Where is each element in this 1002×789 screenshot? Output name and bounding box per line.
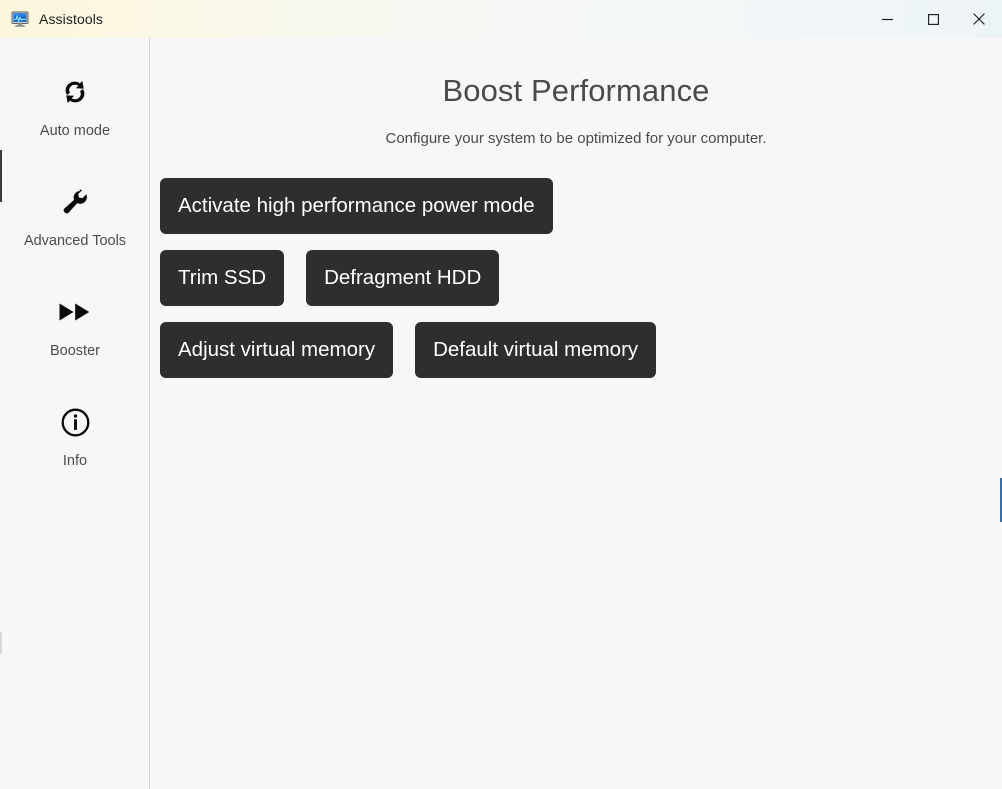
page-subtitle: Configure your system to be optimized fo… <box>385 130 767 147</box>
minimize-icon <box>881 18 893 20</box>
window-body: Auto mode Advanced Tools Booster <box>0 38 1002 789</box>
wrench-icon <box>58 184 92 220</box>
action-button-group: Activate high performance power mode Tri… <box>160 178 657 378</box>
minimize-button[interactable] <box>864 0 910 38</box>
sidebar-item-info[interactable]: Info <box>0 386 150 496</box>
defragment-hdd-button[interactable]: Defragment HDD <box>306 250 500 306</box>
main-content: Boost Performance Configure your system … <box>150 38 1002 789</box>
adjust-virtual-memory-button[interactable]: Adjust virtual memory <box>160 322 394 378</box>
info-circle-icon <box>58 404 92 440</box>
page-title: Boost Performance <box>442 73 710 108</box>
sidebar-item-label: Advanced Tools <box>23 233 127 249</box>
default-virtual-memory-button[interactable]: Default virtual memory <box>415 322 657 378</box>
title-bar-left: Assistools <box>0 0 103 38</box>
sidebar-item-label: Booster <box>50 343 100 359</box>
sidebar-item-auto-mode[interactable]: Auto mode <box>0 56 150 166</box>
close-icon <box>973 13 985 25</box>
sidebar-item-booster[interactable]: Booster <box>0 276 150 386</box>
sidebar-item-label: Info <box>62 453 88 469</box>
title-bar[interactable]: Assistools <box>0 0 1002 39</box>
refresh-sync-icon <box>58 74 92 110</box>
button-row-power: Activate high performance power mode <box>160 178 553 234</box>
close-button[interactable] <box>956 0 1002 38</box>
trim-ssd-button[interactable]: Trim SSD <box>160 250 285 306</box>
sidebar-item-label: Auto mode <box>39 123 111 139</box>
window-controls <box>864 0 1002 38</box>
app-title: Assistools <box>39 11 104 27</box>
sidebar-item-advanced-tools[interactable]: Advanced Tools <box>0 166 150 276</box>
fast-forward-icon <box>58 294 92 330</box>
monitor-waveform-icon <box>11 10 29 28</box>
activate-high-performance-power-mode-button[interactable]: Activate high performance power mode <box>160 178 553 234</box>
button-row-virtual-memory: Adjust virtual memory Default virtual me… <box>160 322 657 378</box>
button-row-drives: Trim SSD Defragment HDD <box>160 250 500 306</box>
maximize-icon <box>927 13 939 25</box>
sidebar: Auto mode Advanced Tools Booster <box>0 38 150 789</box>
maximize-button[interactable] <box>910 0 956 38</box>
